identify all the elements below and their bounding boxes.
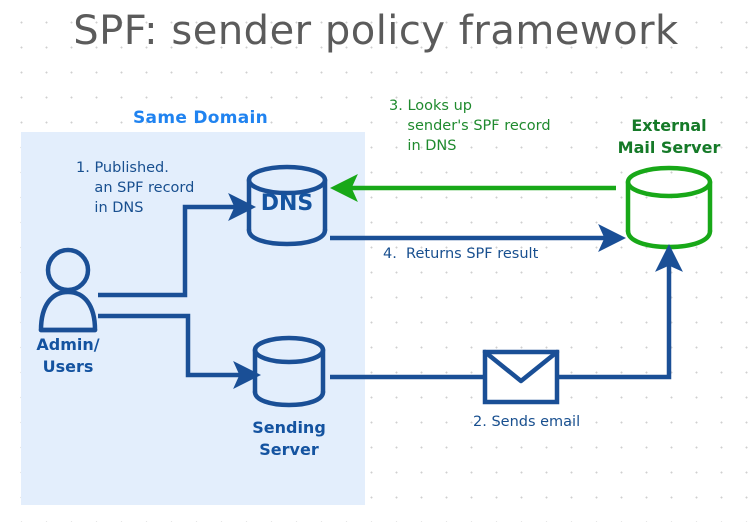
arrow-admin-to-sending-server xyxy=(98,313,261,389)
same-domain-label: Same Domain xyxy=(133,108,269,128)
external-mail-server-label: External Mail Server xyxy=(617,116,721,157)
step-1-text: 1. Published. an SPF record in DNS xyxy=(76,160,195,216)
admin-users-label: Admin/ Users xyxy=(36,335,100,376)
dns-label: DNS xyxy=(260,191,314,216)
external-mail-server-cylinder-icon xyxy=(625,165,713,250)
sending-server-cylinder-icon xyxy=(252,335,326,408)
step-2-text: 2. Sends email xyxy=(473,414,581,430)
dns-cylinder-icon xyxy=(246,164,328,247)
person-icon xyxy=(38,247,98,333)
arrow-envelope-to-external-mail-server xyxy=(557,244,683,380)
step-3-text: 3. Looks up sender's SPF record in DNS xyxy=(389,98,551,154)
sending-server-label: Sending Server xyxy=(252,418,326,459)
envelope-icon xyxy=(482,349,560,405)
arrow-admin-to-dns xyxy=(98,193,256,298)
page-title: SPF: sender policy framework xyxy=(73,8,679,54)
same-domain-region xyxy=(21,132,365,505)
step-4-text: 4. Returns SPF result xyxy=(383,246,539,262)
